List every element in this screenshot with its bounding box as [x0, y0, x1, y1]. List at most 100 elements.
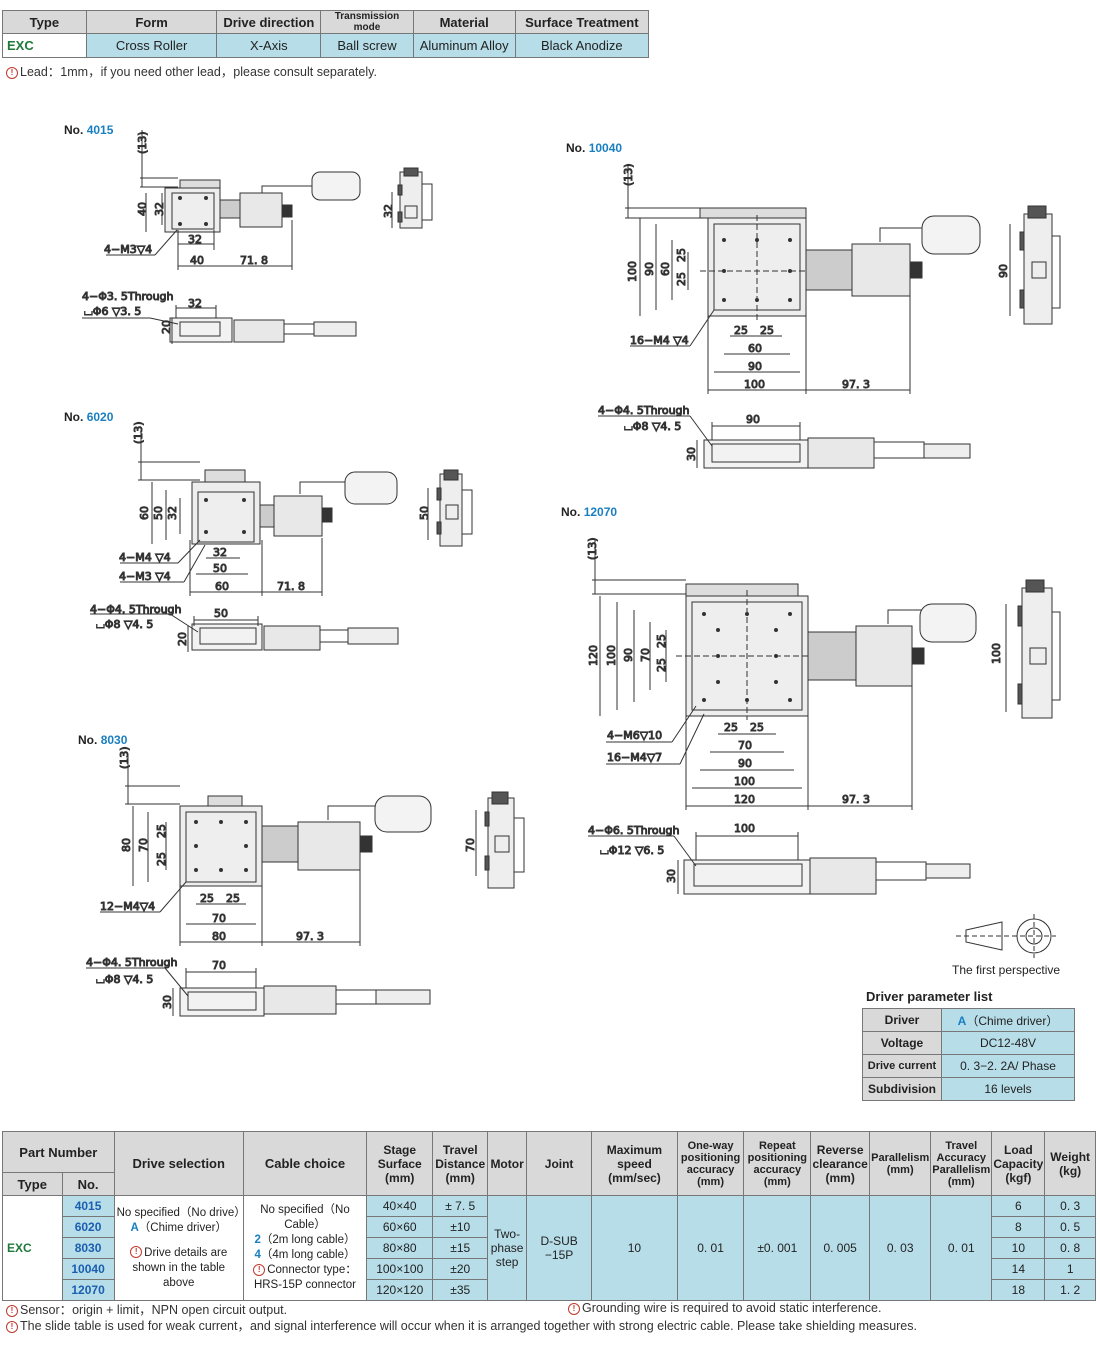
spec-parallelism: 0. 03	[869, 1195, 932, 1301]
th-part-number: Part Number	[2, 1131, 115, 1173]
svg-text:90: 90	[622, 648, 635, 662]
voltage-key: Voltage	[862, 1031, 942, 1055]
drawing-10040-bottom	[598, 416, 970, 468]
drawing-10040-side	[1010, 206, 1060, 324]
spec-stage: 100×100	[366, 1258, 434, 1280]
svg-text:4−Φ4. 5Through: 4−Φ4. 5Through	[598, 404, 690, 417]
svg-text:100: 100	[605, 645, 618, 666]
warning-icon: !	[6, 66, 18, 79]
svg-text:50: 50	[418, 506, 431, 520]
svg-text:70: 70	[212, 912, 226, 925]
subdivision-key: Subdivision	[862, 1077, 942, 1101]
th-no: No.	[61, 1172, 115, 1196]
spec-travel: ±10	[432, 1216, 489, 1238]
td-form: Cross Roller	[85, 33, 218, 58]
svg-text:25: 25	[226, 892, 240, 905]
svg-text:30: 30	[161, 995, 174, 1009]
svg-text:⌴Φ12 ▽6. 5: ⌴Φ12 ▽6. 5	[600, 844, 664, 857]
th-transmission: Transmission mode	[320, 10, 414, 34]
footnote-sensor: !Sensor：origin + limit，NPN open circuit …	[6, 1299, 287, 1318]
table-row: EXC 4015 No specified（No drive） A（Chime …	[2, 1195, 1096, 1301]
spec-travel: ± 7. 5	[432, 1195, 489, 1217]
drawing-label-8030: No. 8030	[78, 733, 128, 747]
svg-text:90: 90	[746, 413, 760, 426]
svg-text:100: 100	[734, 775, 755, 788]
spec-weight: 1. 2	[1044, 1279, 1096, 1301]
td-material: Aluminum Alloy	[412, 33, 516, 58]
dim-4015-13: (13)	[136, 131, 149, 154]
th-joint: Joint	[526, 1131, 593, 1196]
drawing-8030-bottom	[86, 968, 430, 1016]
svg-text:80: 80	[120, 838, 133, 852]
svg-text:70: 70	[212, 959, 226, 972]
type-table: Type Form Drive direction Transmission m…	[2, 10, 650, 58]
svg-text:40: 40	[136, 202, 149, 216]
svg-text:25: 25	[155, 852, 168, 866]
drawing-label-12070: No. 12070	[561, 505, 618, 519]
spec-stage: 60×60	[366, 1216, 434, 1238]
drawing-4015-bottom	[82, 305, 356, 344]
svg-text:40: 40	[190, 254, 204, 267]
spec-load: 10	[991, 1237, 1046, 1259]
svg-text:30: 30	[685, 447, 698, 461]
current-key: Drive current	[862, 1054, 942, 1078]
svg-text:60: 60	[215, 580, 229, 593]
svg-text:80: 80	[212, 930, 226, 943]
spec-table: Part Number Drive selection Cable choice…	[2, 1131, 1096, 1301]
driver-row: Subdivision 16 levels	[862, 1077, 1075, 1101]
spec-type: EXC	[2, 1195, 63, 1301]
svg-text:⌴Φ6 ▽3. 5: ⌴Φ6 ▽3. 5	[84, 305, 141, 318]
svg-text:25: 25	[750, 721, 764, 734]
table-row: 8030 80×80 ±15 10 0. 8	[3, 1237, 1096, 1259]
svg-text:30: 30	[665, 869, 678, 883]
driver-value: A（Chime driver）	[941, 1008, 1075, 1032]
th-load: Load Capacity (kgf)	[991, 1131, 1046, 1196]
svg-text:4−Φ3. 5Through: 4−Φ3. 5Through	[82, 290, 174, 303]
svg-text:25: 25	[734, 324, 748, 337]
td-transmission: Ball screw	[320, 33, 414, 58]
spec-speed: 10	[591, 1195, 678, 1301]
first-perspective-label: The first perspective	[952, 963, 1061, 977]
drive-selection: No specified（No drive） A（Chime driver） !…	[113, 1195, 246, 1301]
spec-reverse: 0. 005	[810, 1195, 871, 1301]
spec-weight: 0. 3	[1044, 1195, 1096, 1217]
svg-text:100: 100	[626, 261, 639, 282]
warning-icon: !	[568, 1302, 580, 1315]
th-travel: Travel Distance (mm)	[432, 1131, 489, 1196]
svg-text:16−M4▽7: 16−M4▽7	[607, 751, 662, 764]
svg-text:90: 90	[997, 264, 1010, 278]
th-drive-selection: Drive selection	[113, 1131, 244, 1196]
svg-text:60: 60	[748, 342, 762, 355]
svg-text:32: 32	[213, 546, 227, 559]
drawing-8030-top	[100, 754, 431, 946]
svg-text:20: 20	[176, 632, 189, 646]
svg-text:32: 32	[382, 204, 395, 218]
table-row: 6020 60×60 ±10 8 0. 5	[3, 1216, 1096, 1238]
svg-text:(13): (13)	[586, 537, 599, 560]
spec-travel: ±15	[432, 1237, 489, 1259]
svg-text:71. 8: 71. 8	[240, 254, 268, 267]
svg-text:90: 90	[738, 757, 752, 770]
svg-text:4−M3▽4: 4−M3▽4	[104, 243, 152, 256]
svg-text:71. 8: 71. 8	[277, 580, 305, 593]
drawing-4015-top	[106, 130, 360, 270]
spec-load: 18	[991, 1279, 1046, 1301]
first-perspective-symbol	[956, 914, 1056, 958]
svg-text:32: 32	[153, 202, 166, 216]
spec-joint: D-SUB −15P	[526, 1195, 593, 1301]
svg-text:60: 60	[659, 262, 672, 276]
subdivision-value: 16 levels	[941, 1077, 1075, 1101]
spec-load: 14	[991, 1258, 1046, 1280]
spec-travel-accuracy: 0. 01	[930, 1195, 993, 1301]
svg-text:(13): (13)	[132, 421, 145, 444]
lead-note: !Lead：1mm，if you need other lead，please …	[6, 61, 377, 80]
drawing-12070-side	[1006, 580, 1060, 718]
spec-stage: 120×120	[366, 1279, 434, 1301]
svg-text:32: 32	[188, 233, 202, 246]
spec-motor: Two-phase step	[487, 1195, 528, 1301]
footnote-ground: !Grounding wire is required to avoid sta…	[568, 1301, 881, 1315]
driver-row: Drive current 0. 3−2. 2A/ Phase	[862, 1054, 1075, 1078]
svg-text:25: 25	[200, 892, 214, 905]
svg-text:90: 90	[643, 262, 656, 276]
